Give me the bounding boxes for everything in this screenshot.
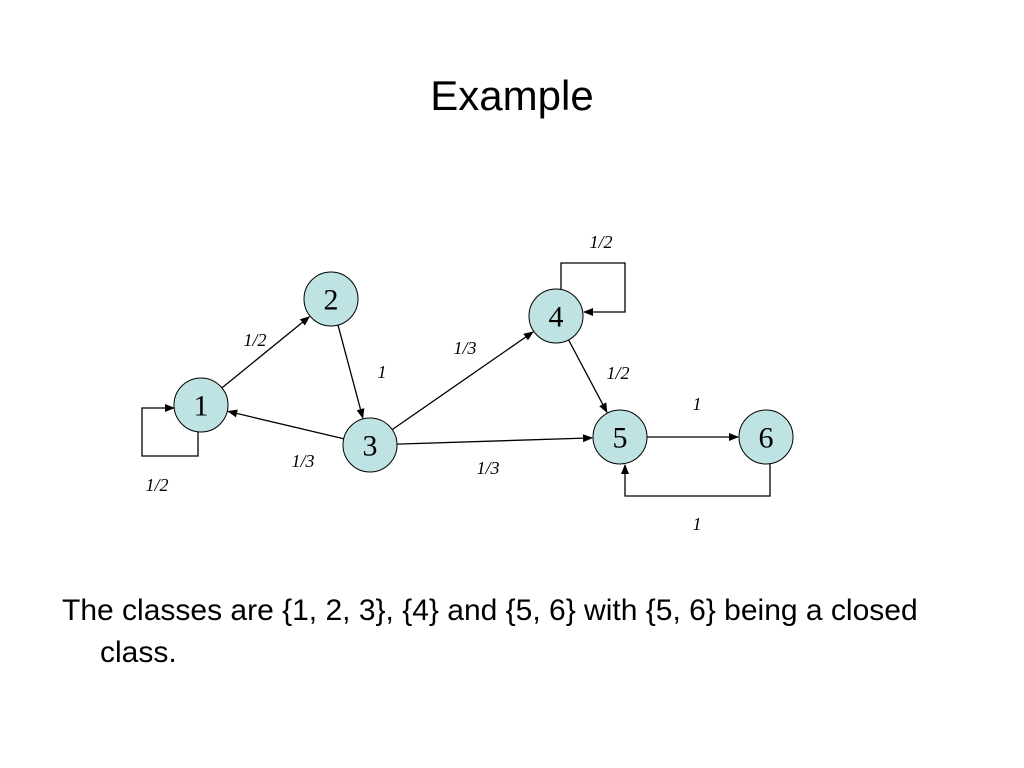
state-node-label: 3: [363, 430, 378, 463]
state-node-3: 3: [342, 417, 398, 473]
state-node-4: 4: [528, 288, 584, 344]
state-node-circle: [173, 377, 229, 433]
edge-label-4-5: 1/2: [606, 363, 629, 383]
state-node-2: 2: [303, 271, 359, 327]
edge-label-5-6: 1: [693, 394, 702, 414]
state-node-label: 1: [194, 390, 209, 423]
edge-label-2-3: 1: [378, 362, 387, 382]
slide-title: Example: [430, 72, 594, 119]
edge-2-3: [337, 324, 365, 419]
state-node-circle: [303, 271, 359, 327]
edge-label-6-5: 1: [693, 514, 702, 534]
state-node-circle: [592, 409, 648, 465]
state-node-circle: [528, 288, 584, 344]
edge-label-1-1: 1/2: [145, 475, 168, 495]
edge-label-3-4: 1/3: [453, 338, 476, 358]
edge-3-5: [396, 434, 593, 445]
state-node-label: 4: [549, 301, 564, 334]
state-node-label: 2: [324, 284, 339, 317]
edge-1-2: [221, 316, 311, 389]
state-node-circle: [738, 409, 794, 465]
edge-4-5: [568, 339, 608, 414]
edge-label-4-4: 1/2: [589, 232, 612, 252]
state-node-label: 5: [613, 422, 628, 455]
edge-3-1: [227, 409, 344, 440]
state-node-5: 5: [592, 409, 648, 465]
caption-text: The classes are {1, 2, 3}, {4} and {5, 6…: [62, 594, 918, 669]
state-node-label: 6: [759, 422, 774, 455]
edge-4-4: [560, 262, 626, 316]
state-node-1: 1: [173, 377, 229, 433]
edge-label-3-5: 1/3: [476, 458, 499, 478]
edge-3-4: [391, 331, 534, 431]
edge-6-5: [621, 464, 771, 497]
edge-1-1: [141, 404, 199, 457]
state-node-6: 6: [738, 409, 794, 465]
edge-label-1-2: 1/2: [243, 330, 266, 350]
state-node-circle: [342, 417, 398, 473]
edge-label-3-1: 1/3: [291, 451, 314, 471]
